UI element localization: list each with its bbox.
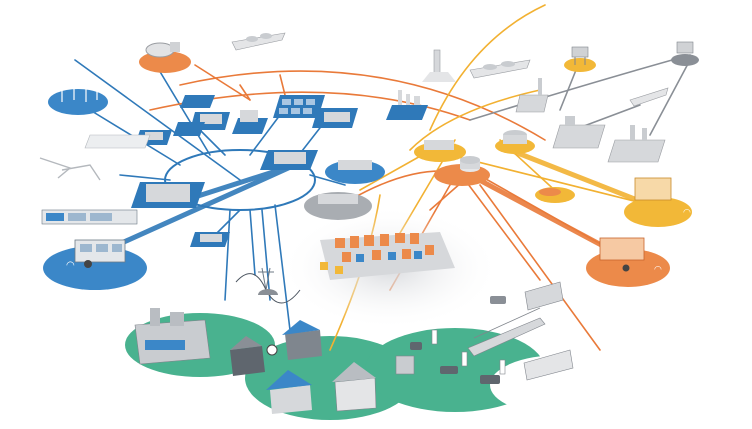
substation-d xyxy=(173,122,205,136)
control-room-icon xyxy=(74,239,126,268)
truck-icon xyxy=(523,281,574,381)
oil-platform-icon xyxy=(571,46,589,65)
oil-platform-disk-yellow xyxy=(564,46,596,72)
grid-node-low xyxy=(190,232,230,247)
charging-station-icon xyxy=(431,329,506,375)
data-centre xyxy=(84,134,151,149)
grid-node-right xyxy=(260,150,318,170)
wifi-icon: ◠ xyxy=(654,265,662,275)
orange-control-room-disk: ◠ xyxy=(586,237,670,287)
house-icon xyxy=(332,362,377,412)
factory-icon xyxy=(515,78,549,113)
house-icon xyxy=(266,370,312,414)
oil-platform-disk-grey xyxy=(671,41,699,66)
house-icon xyxy=(230,336,265,376)
gas-pipe-tower xyxy=(422,49,456,82)
substation-e xyxy=(232,110,268,134)
house-icon xyxy=(266,320,322,360)
grey-hub-disk xyxy=(304,192,372,220)
wifi-icon: ◠ xyxy=(683,208,691,218)
city-icon xyxy=(320,232,455,280)
blue-control-room-disk: ◠ xyxy=(43,239,147,290)
refinery-icon xyxy=(398,90,420,105)
wind-farm-disk xyxy=(48,77,108,115)
refinery-blue xyxy=(386,90,428,120)
train-icon xyxy=(467,307,546,357)
solar-panel-icon xyxy=(279,99,315,114)
factory-icon xyxy=(134,308,211,365)
lng-ship-icon xyxy=(629,87,669,107)
heat-plant-disk-yellow xyxy=(414,140,466,162)
satellite-dish-icon xyxy=(258,289,278,295)
wifi-icon: ◠ xyxy=(66,260,75,271)
refinery-disk-orange xyxy=(434,156,490,186)
electric-car-icon xyxy=(490,296,506,304)
factory-icon xyxy=(552,116,606,149)
lagoon-disk xyxy=(535,187,575,203)
storage-disk-yellow xyxy=(495,130,535,154)
lng-ship-icon xyxy=(231,32,286,51)
map-panel xyxy=(41,209,138,225)
substation-a xyxy=(312,108,358,128)
yellow-control-room-disk: ◠ xyxy=(624,177,692,227)
lng-terminal-disk xyxy=(139,42,191,73)
lng-ship-icon xyxy=(469,59,531,79)
electric-car-icon xyxy=(395,342,500,384)
offshore-turbine-icon xyxy=(39,157,101,181)
central-transformer-yard xyxy=(131,182,205,208)
gas-hub-disk xyxy=(325,160,385,184)
substation-f xyxy=(180,95,215,108)
factory-icon xyxy=(607,125,666,163)
wind-turbine-icon xyxy=(55,77,103,102)
solar-park xyxy=(273,95,325,118)
gas-tank-icon xyxy=(145,42,180,58)
storage-tank-icon xyxy=(460,156,480,172)
